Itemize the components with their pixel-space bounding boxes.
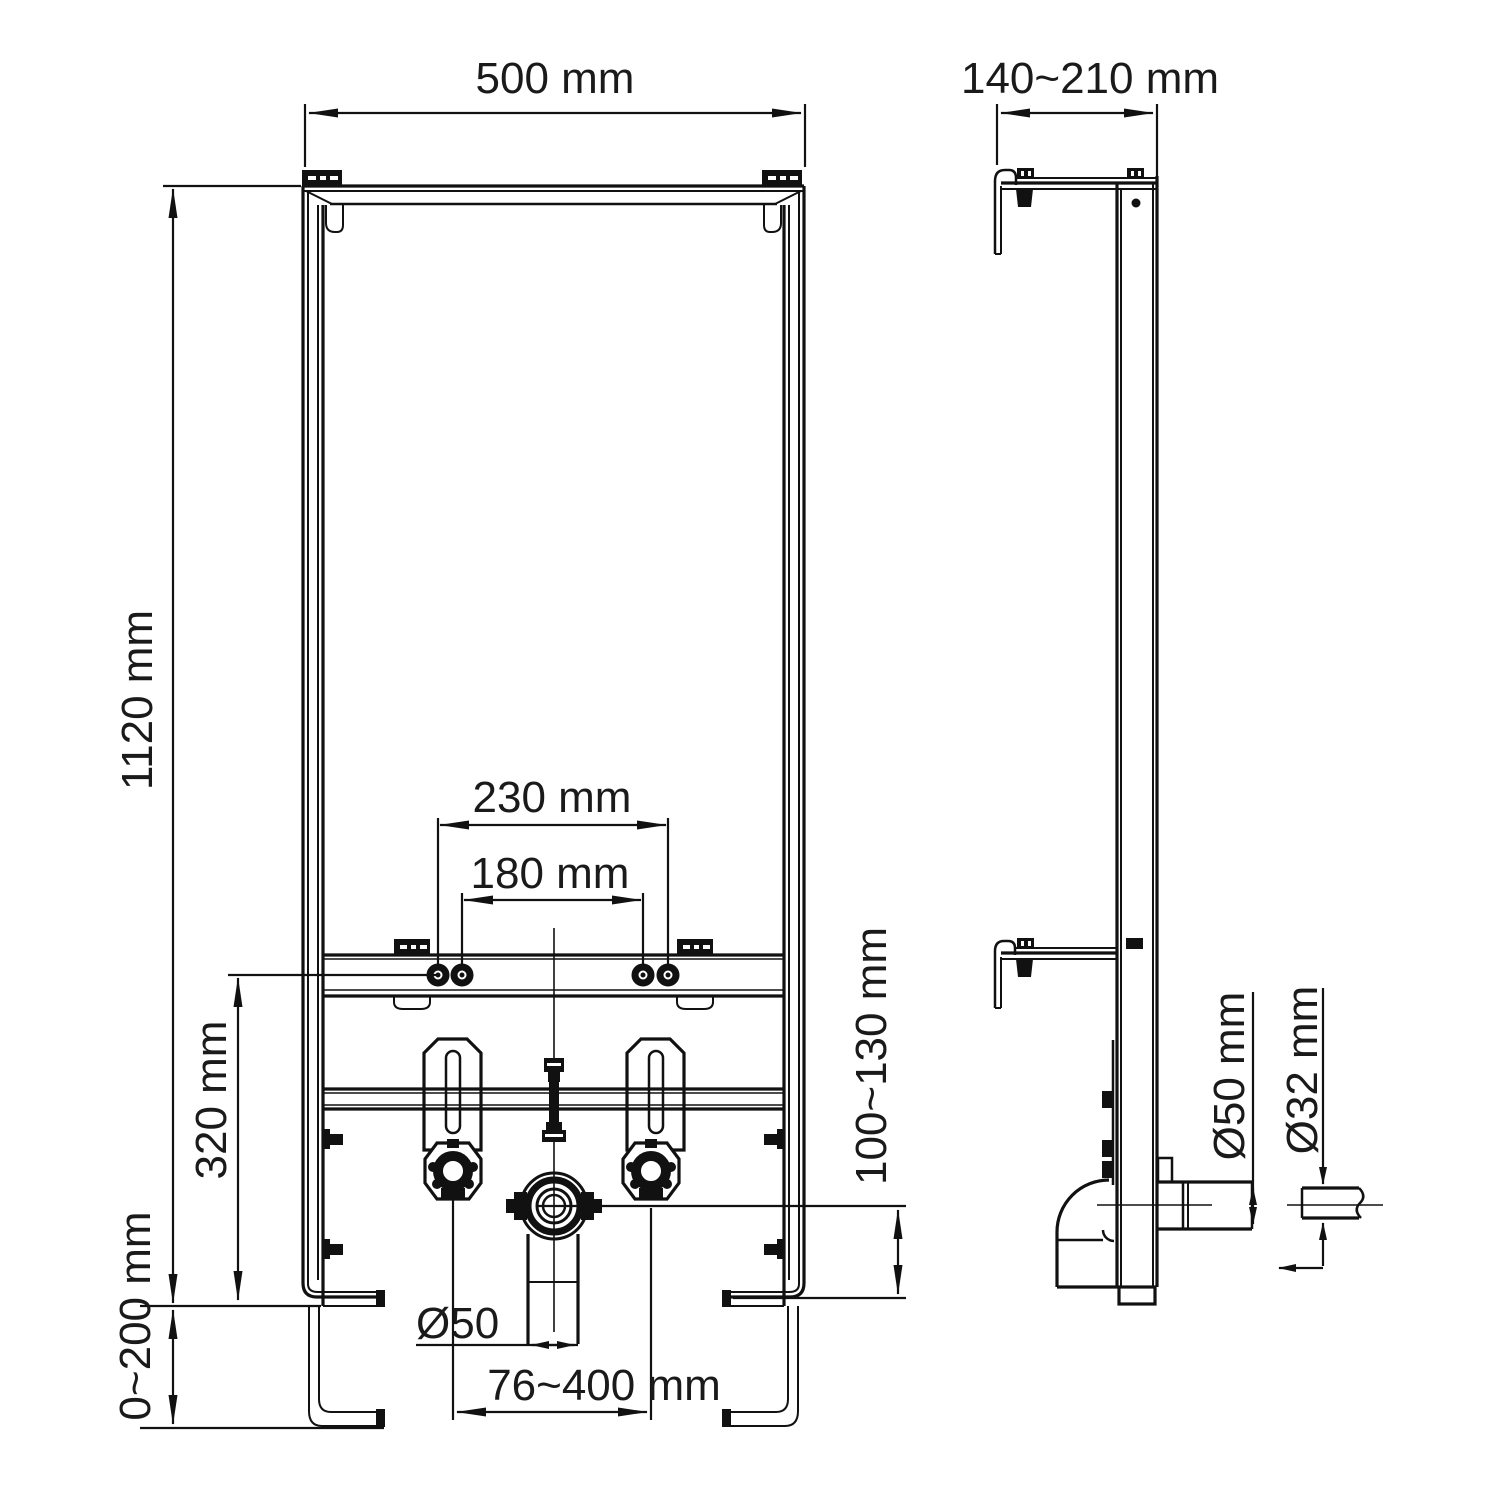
hole-spacing-outer-label: 230 mm bbox=[473, 773, 632, 822]
inlet-pipe-diameter-label: Ø32 mm bbox=[1278, 986, 1327, 1155]
dimension-outlet-height: 100~130 mm bbox=[536, 927, 906, 1300]
frame-post bbox=[1115, 176, 1159, 1306]
front-view: 500 mm 1120 mm 230 mm 180 mm 320 mm bbox=[111, 54, 906, 1430]
rail-left-notch bbox=[393, 996, 431, 1010]
outlet-pipe-diameter-label: Ø50 mm bbox=[1205, 992, 1254, 1161]
dimension-fixing-spacing: 76~400 mm bbox=[451, 1198, 721, 1420]
frame-right-tube bbox=[722, 186, 806, 1427]
drain-elbow bbox=[1055, 1178, 1119, 1289]
fixing-spacing-label: 76~400 mm bbox=[487, 1361, 721, 1410]
right-foot-flange-cap bbox=[722, 1290, 731, 1307]
frame-left-tube bbox=[301, 186, 385, 1427]
dimension-rail-height: 320 mm bbox=[187, 973, 436, 1301]
dimension-front-width: 500 mm bbox=[303, 54, 807, 167]
inlet-pipe-32 bbox=[1278, 1186, 1383, 1272]
rail-right-notch bbox=[676, 996, 714, 1010]
dimension-depth: 140~210 mm bbox=[961, 54, 1219, 178]
right-adjustable-leg bbox=[729, 1306, 799, 1427]
drain-diameter-label: Ø50 bbox=[416, 1299, 499, 1348]
left-foot-flange-cap bbox=[376, 1290, 385, 1307]
leg-adjustment-label: 0~200 mm bbox=[111, 1211, 160, 1420]
hole-spacing-inner-label: 180 mm bbox=[471, 849, 630, 898]
left-fixing-flange bbox=[423, 1139, 483, 1201]
outlet-height-label: 100~130 mm bbox=[847, 927, 896, 1185]
dimension-hole-spacing-inner: 180 mm bbox=[460, 849, 645, 966]
left-bracket-slot bbox=[444, 1049, 462, 1135]
rail-height-label: 320 mm bbox=[187, 1021, 236, 1180]
post-front-plate bbox=[1102, 1040, 1115, 1185]
frame-height-label: 1120 mm bbox=[113, 610, 162, 790]
post-foot bbox=[1117, 1285, 1157, 1306]
dimension-leg-adjustment: 0~200 mm bbox=[111, 1211, 384, 1430]
upper-wall-bracket bbox=[993, 168, 1157, 255]
post-hole bbox=[1131, 198, 1141, 208]
pipe-break-line bbox=[1355, 1187, 1365, 1219]
right-corner-gusset bbox=[763, 205, 782, 233]
frame-side-clips bbox=[323, 1129, 784, 1259]
lower-wall-bracket bbox=[993, 938, 1143, 1009]
front-width-label: 500 mm bbox=[476, 54, 635, 103]
side-view: 140~210 mm Ø50 mm Ø32 mm bbox=[961, 54, 1383, 1306]
central-drain-fitting bbox=[506, 928, 602, 1344]
rail-bolt-holes bbox=[426, 963, 680, 987]
left-slotted-bracket bbox=[422, 1037, 483, 1152]
right-slotted-bracket bbox=[625, 1037, 686, 1152]
right-fixing-flange bbox=[621, 1139, 681, 1201]
dimension-frame-height: 1120 mm bbox=[113, 184, 301, 1304]
depth-label: 140~210 mm bbox=[961, 54, 1219, 103]
right-bracket-slot bbox=[647, 1049, 665, 1135]
dimension-drain-diameter: Ø50 bbox=[416, 1299, 578, 1349]
left-adjustable-leg bbox=[308, 1306, 378, 1427]
dimension-inlet-pipe-diameter: Ø32 mm bbox=[1278, 986, 1327, 1185]
slotted-brackets bbox=[422, 1037, 686, 1152]
dimension-outlet-pipe-diameter: Ø50 mm bbox=[1205, 992, 1257, 1225]
top-fixing-plates bbox=[302, 170, 802, 186]
frame-top-rail bbox=[303, 184, 804, 233]
left-corner-gusset bbox=[325, 205, 344, 233]
dimension-hole-spacing-outer: 230 mm bbox=[436, 773, 670, 966]
left-leg-base-cap bbox=[376, 1409, 385, 1427]
right-leg-base-cap bbox=[722, 1409, 731, 1427]
